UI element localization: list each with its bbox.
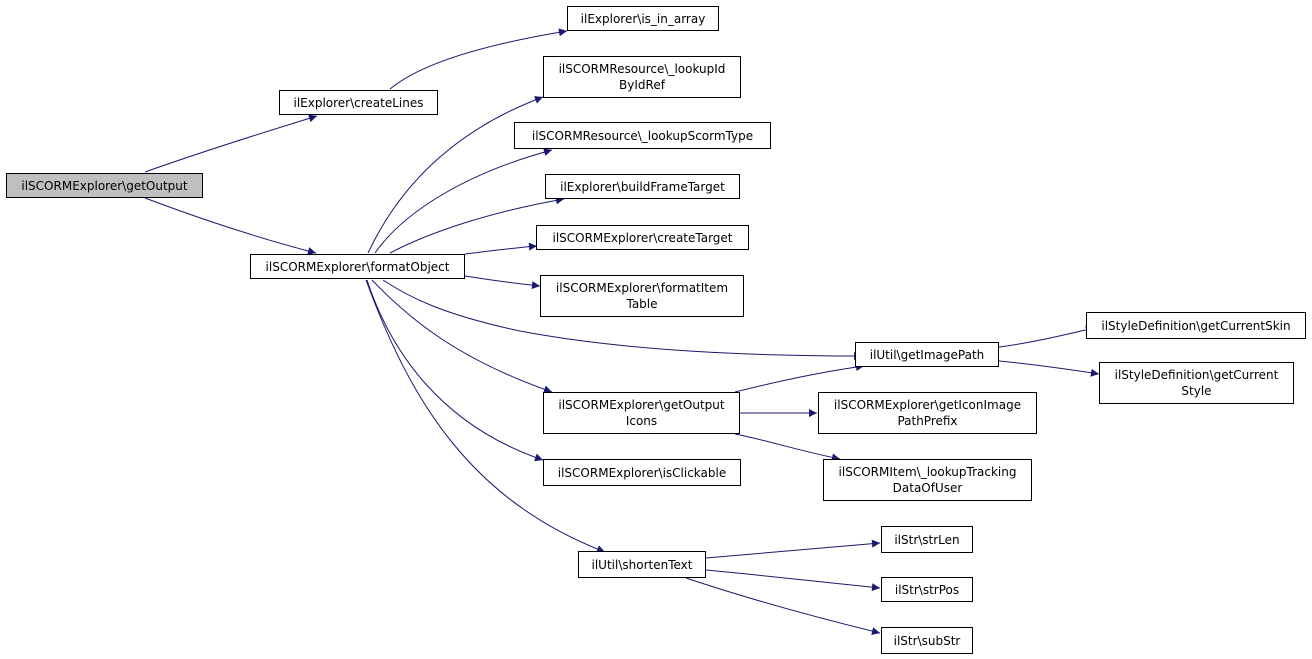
edge-formatobject-lookupidbyidref <box>367 96 544 254</box>
edge-getoutput-createlines <box>144 114 318 173</box>
node-createtarget[interactable]: ilSCORMExplorer\createTarget <box>536 225 749 250</box>
edge-formatobject-buildframetarget <box>389 196 565 254</box>
node-createlines[interactable]: ilExplorer\createLines <box>279 90 438 115</box>
edge-shortentext-strlen <box>705 539 881 559</box>
edge-getimagepath-getcurrentstyle <box>998 360 1100 377</box>
edge-formatobject-getoutputicons <box>371 279 553 394</box>
node-buildframetarget[interactable]: ilExplorer\buildFrameTarget <box>545 174 740 199</box>
edge-formatobject-createtarget <box>464 242 538 255</box>
edge-getimagepath-getcurrentskin <box>998 325 1095 348</box>
edge-getoutputicons-getimagepath <box>734 363 865 393</box>
edge-formatobject-lookupscormtype <box>374 148 553 254</box>
node-is-in-array[interactable]: ilExplorer\is_in_array <box>567 6 719 31</box>
edge-formatobject-formatitemtable <box>464 275 541 290</box>
node-lookupscormtype[interactable]: ilSCORMResource\_lookupScormType <box>514 122 771 149</box>
edge-formatobject-isclickable <box>366 279 544 462</box>
node-getoutputicons[interactable]: ilSCORMExplorer\getOutput Icons <box>543 392 740 434</box>
edge-formatobject-shortentext <box>365 279 606 553</box>
node-formatitemtable[interactable]: ilSCORMExplorer\formatItem Table <box>540 275 744 317</box>
node-getoutput: ilSCORMExplorer\getOutput <box>6 173 203 198</box>
edge-createlines-is-in-array <box>389 28 568 90</box>
edge-shortentext-substr <box>685 577 881 635</box>
node-lookuptrackingdataofuser[interactable]: ilSCORMItem\_lookupTracking DataOfUser <box>823 459 1032 501</box>
edge-formatobject-getimagepath <box>382 279 863 360</box>
node-strpos[interactable]: ilStr\strPos <box>881 577 973 602</box>
node-lookupidbyidref[interactable]: ilSCORMResource\_lookupId ByIdRef <box>543 56 741 98</box>
edge-getoutput-formatobject <box>144 197 317 255</box>
node-substr[interactable]: ilStr\subStr <box>881 627 973 654</box>
node-geticonimagepathprefix[interactable]: ilSCORMExplorer\getIconImage PathPrefix <box>818 392 1037 434</box>
node-getimagepath[interactable]: ilUtil\getImagePath <box>855 342 999 367</box>
edge-getoutputicons-lookuptracking <box>734 433 841 462</box>
node-strlen[interactable]: ilStr\strLen <box>881 526 973 553</box>
node-getcurrentskin[interactable]: ilStyleDefinition\getCurrentSkin <box>1086 312 1306 339</box>
edge-shortentext-strpos <box>705 569 881 592</box>
node-isclickable[interactable]: ilSCORMExplorer\isClickable <box>543 459 741 486</box>
node-shortentext[interactable]: ilUtil\shortenText <box>578 551 706 578</box>
node-formatobject[interactable]: ilSCORMExplorer\formatObject <box>250 254 465 279</box>
node-getcurrentstyle[interactable]: ilStyleDefinition\getCurrent Style <box>1099 362 1294 404</box>
